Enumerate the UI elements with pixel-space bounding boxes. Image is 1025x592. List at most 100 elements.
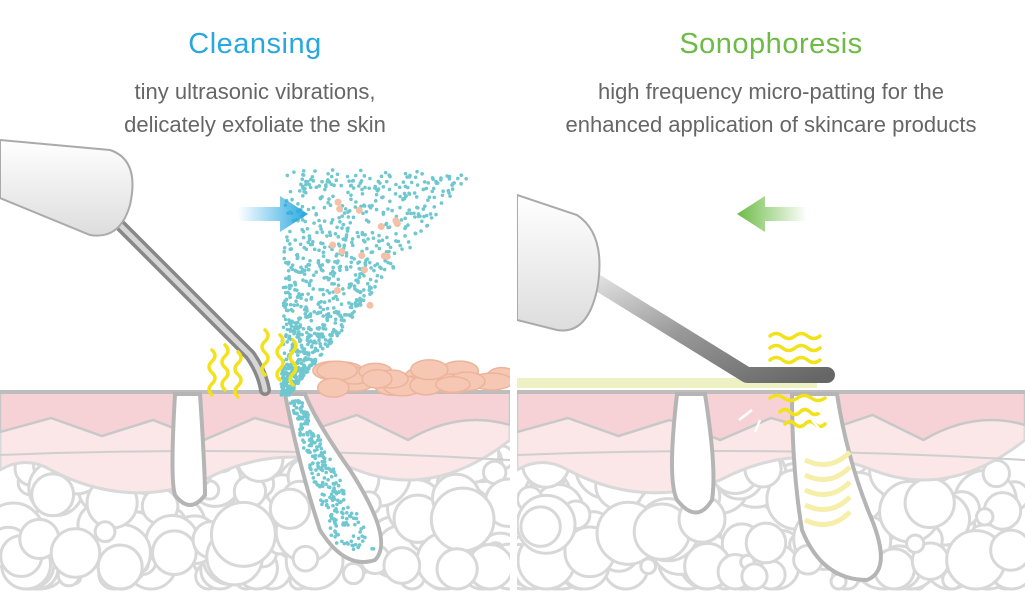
particle <box>284 370 288 374</box>
particle <box>308 258 312 263</box>
particle <box>348 265 353 269</box>
particle <box>320 346 325 351</box>
vibration-wave <box>207 348 217 397</box>
particle <box>348 514 353 519</box>
particle <box>288 295 292 300</box>
particle <box>301 169 306 173</box>
particle <box>321 287 325 292</box>
particle <box>447 177 452 181</box>
particle <box>360 232 365 237</box>
particle <box>306 207 311 212</box>
particle <box>300 177 305 182</box>
particle <box>302 272 307 276</box>
particle <box>290 263 295 267</box>
device-handle <box>517 193 601 332</box>
hair-follicle <box>170 392 208 507</box>
particle <box>330 281 334 286</box>
particle <box>328 233 333 238</box>
particle <box>356 298 361 303</box>
particle <box>333 231 338 236</box>
particle <box>306 292 310 296</box>
particle <box>300 292 305 297</box>
particle <box>322 219 327 223</box>
particle <box>379 275 384 279</box>
particle <box>403 171 408 176</box>
particle <box>285 340 289 344</box>
particle <box>334 294 338 299</box>
epidermis <box>0 390 510 442</box>
particle <box>328 485 332 490</box>
sonophoresis-panel: Sonophoresis high frequency micro-pattin… <box>517 0 1025 592</box>
particle <box>384 221 389 226</box>
vibration-wave <box>778 407 822 417</box>
particle <box>279 382 284 386</box>
particle <box>431 186 436 191</box>
particle <box>325 288 330 293</box>
particle <box>349 183 353 188</box>
particle <box>415 205 419 210</box>
particle <box>306 450 310 454</box>
particle <box>392 251 397 256</box>
subtitle-line: delicately exfoliate the skin <box>124 112 386 137</box>
particle <box>284 357 289 362</box>
particle <box>283 299 287 303</box>
particle <box>320 230 325 234</box>
particle <box>315 333 319 338</box>
particle <box>298 406 302 411</box>
particle <box>377 239 381 243</box>
particle <box>305 417 310 422</box>
particle <box>308 429 312 434</box>
particle <box>446 188 451 193</box>
debris <box>355 206 363 214</box>
particle <box>314 468 318 472</box>
particle <box>301 235 306 240</box>
particle <box>316 259 321 263</box>
particle <box>327 230 332 235</box>
particle <box>336 277 341 282</box>
particle <box>337 331 341 335</box>
particle <box>300 332 304 337</box>
particle <box>288 302 293 307</box>
particle <box>342 318 346 323</box>
particle <box>432 205 437 209</box>
particle <box>288 292 292 297</box>
particle <box>280 385 284 389</box>
particle <box>421 187 426 192</box>
particle <box>299 182 303 187</box>
particle <box>300 268 305 272</box>
debris <box>333 286 341 294</box>
particle <box>394 231 398 236</box>
particle <box>338 268 342 273</box>
particle <box>413 231 418 236</box>
particle <box>344 251 349 255</box>
particle <box>357 275 362 280</box>
particle <box>353 301 358 305</box>
subtitle-line: tiny ultrasonic vibrations, <box>134 79 376 104</box>
particle <box>307 234 312 238</box>
particle <box>286 268 291 273</box>
particle <box>361 211 365 216</box>
particle <box>369 266 373 270</box>
particle <box>340 539 344 544</box>
particle <box>327 467 332 472</box>
particle <box>341 498 346 502</box>
particle <box>348 220 353 225</box>
particle <box>388 261 393 266</box>
particle <box>351 215 356 220</box>
device-handle <box>0 138 134 237</box>
particle <box>293 281 297 285</box>
dispersion-arrow <box>811 419 823 433</box>
particle <box>338 500 342 505</box>
particle <box>420 172 424 176</box>
particle <box>328 495 332 500</box>
particle <box>304 247 309 252</box>
particle <box>407 208 412 212</box>
particle <box>304 366 308 371</box>
particle <box>298 373 302 378</box>
particle <box>333 473 338 478</box>
particle <box>312 339 317 344</box>
particle <box>421 207 426 211</box>
particle <box>283 260 288 265</box>
particle <box>304 330 309 335</box>
particle <box>329 474 334 479</box>
